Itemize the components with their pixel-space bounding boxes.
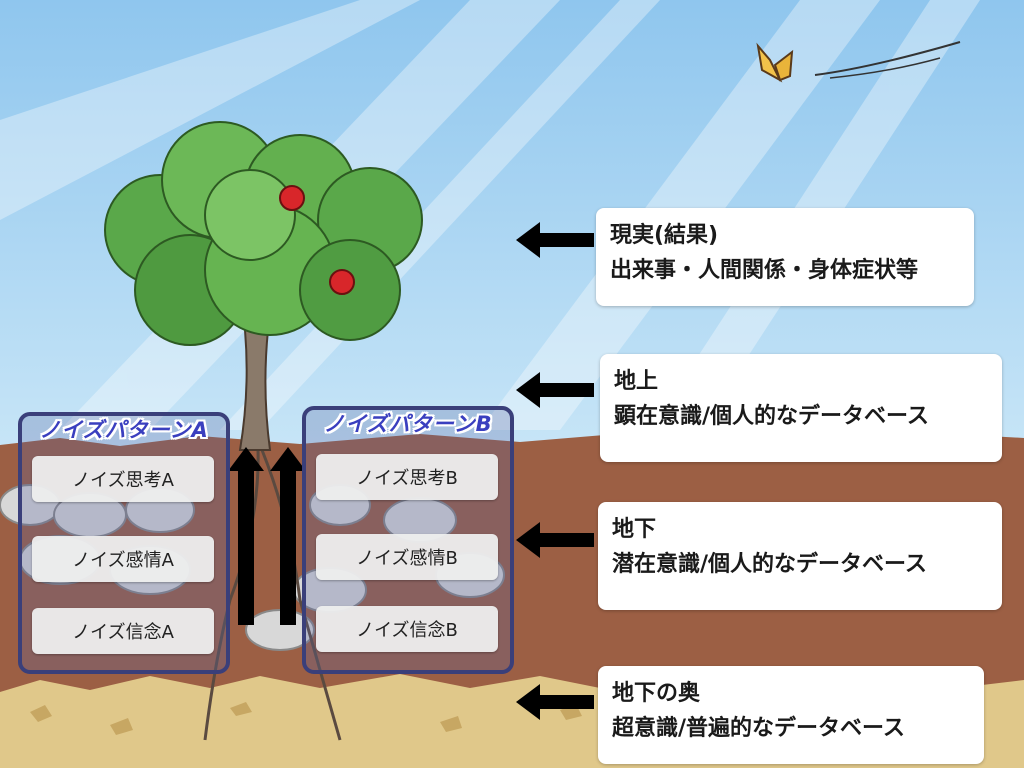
noise-belief-a: ノイズ信念A (32, 608, 214, 654)
label-reality-line1: 現実(結果) (610, 223, 719, 248)
noise-pattern-a-panel: ノイズパターンA ノイズ思考A ノイズ感情A ノイズ信念A (18, 412, 230, 674)
noise-thought-a: ノイズ思考A (32, 456, 214, 502)
apple-icon (279, 185, 355, 295)
up-arrow-right (270, 447, 306, 625)
left-arrow-icon (516, 684, 594, 720)
butterfly-icon (756, 41, 961, 83)
label-deep-line2: 超意識/普遍的なデータベース (612, 716, 905, 742)
noise-thought-b: ノイズ思考B (316, 454, 498, 500)
noise-pattern-b-panel: ノイズパターンB ノイズ思考B ノイズ感情B ノイズ信念B (302, 406, 514, 674)
up-arrow-left (228, 447, 264, 625)
panel-title: ノイズパターンA (39, 418, 209, 442)
roots (203, 449, 342, 741)
label-deep-line1: 地下の奥 (612, 681, 701, 706)
panel-title: ノイズパターンB (323, 412, 493, 436)
left-arrow-icon (516, 522, 594, 558)
label-surface-line2: 顕在意識/個人的なデータベース (614, 404, 929, 430)
label-surface: 地上 顕在意識/個人的なデータベース (600, 354, 1002, 462)
label-underground-line1: 地下 (612, 517, 657, 542)
noise-emotion-b: ノイズ感情B (316, 534, 498, 580)
left-arrow-icon (516, 222, 594, 258)
label-underground-line2: 潜在意識/個人的なデータベース (612, 552, 927, 578)
noise-emotion-a: ノイズ感情A (32, 536, 214, 582)
left-arrow-icon (516, 372, 594, 408)
label-surface-line1: 地上 (614, 369, 659, 394)
noise-belief-b: ノイズ信念B (316, 606, 498, 652)
label-deep-underground: 地下の奥 超意識/普遍的なデータベース (598, 666, 984, 764)
label-underground: 地下 潜在意識/個人的なデータベース (598, 502, 1002, 610)
label-reality: 現実(結果) 出来事・人間関係・身体症状等 (596, 208, 974, 306)
tree-trunk (238, 329, 272, 451)
label-reality-line2: 出来事・人間関係・身体症状等 (610, 258, 919, 284)
